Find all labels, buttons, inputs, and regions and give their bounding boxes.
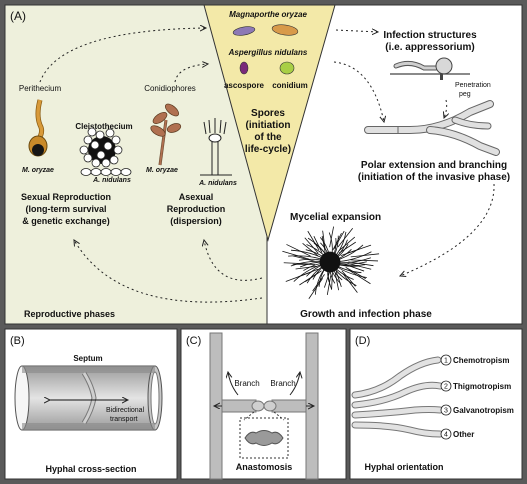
infection-label-1: Infection structures [383, 30, 477, 41]
magnaporthe-spore-lilac [232, 26, 256, 36]
sexual-label-2: (long-term survival [25, 204, 106, 214]
m-oryzae-asexual-label: M. oryzae [146, 167, 178, 174]
orientation-label: Chemotropism [453, 356, 509, 365]
orientation-hyphae [351, 356, 444, 438]
conidiophores-label: Conidiophores [144, 84, 196, 93]
spores-sub-3: life-cycle) [245, 144, 291, 155]
panel-b: (B) Septum Bidirectional transport Hypha… [4, 328, 178, 480]
sexual-label-3: & genetic exchange) [22, 216, 110, 226]
polar-label-1: Polar extension and branching [361, 160, 507, 171]
conidium-shape [279, 61, 295, 75]
panel-a: (A) Magnaporthe oryzae Aspergillus nidul… [4, 4, 523, 325]
mycelial-label: Mycelial expansion [290, 212, 381, 223]
orientation-number-circle [440, 404, 452, 416]
hypha-cross-section [14, 365, 163, 431]
asexual-label-2: Reproduction [167, 204, 226, 214]
infection-label-2: (i.e. appressorium) [385, 42, 474, 53]
anastomosis-illustration [209, 332, 319, 480]
panel-d-letter: (D) [355, 335, 370, 347]
orientation-list: 1 Chemotropism 2 Thigmotropism 3 Galvanotropi… [440, 354, 514, 440]
sexual-label-1: Sexual Reproduction [21, 192, 111, 202]
orientation-label: Thigmotropism [453, 382, 511, 391]
spores-sub-1: (initiation [246, 120, 291, 131]
ascospore-label: ascospore [224, 81, 265, 90]
orientation-number: 4 [444, 432, 448, 439]
spores-title: Spores [251, 108, 285, 119]
orientation-number: 3 [444, 408, 448, 415]
aspergillus-label: Aspergillus nidulans [228, 48, 308, 57]
spores-sub-2: of the [254, 132, 282, 143]
m-oryzae-sexual-label: M. oryzae [22, 167, 54, 174]
orientation-number: 1 [444, 358, 448, 365]
magnaporthe-spore-orange [271, 24, 299, 36]
asexual-label-1: Asexual [179, 192, 214, 202]
branching-hypha-illustration [364, 100, 500, 156]
reproductive-phases-label: Reproductive phases [24, 309, 115, 319]
perithecium-label: Perithecium [19, 84, 62, 93]
ascospore-shape [239, 61, 249, 75]
bidirectional-label-1: Bidirectional [106, 407, 145, 414]
polar-label-2: (initiation of the invasive phase) [358, 172, 510, 183]
panel-b-caption: Hyphal cross-section [45, 464, 136, 474]
panel-b-letter: (B) [10, 335, 25, 347]
mycelium-illustration [282, 226, 380, 299]
magnaporthe-label: Magnaporthe oryzae [229, 10, 307, 19]
a-nidulans-sexual-label: A. nidulans [92, 177, 131, 184]
asexual-label-3: (dispersion) [170, 216, 222, 226]
bidirectional-label-2: transport [110, 416, 138, 423]
orientation-number-circle [440, 354, 452, 366]
panel-a-letter: (A) [10, 9, 26, 23]
panel-d: (D) 1 Chemotropism 2 Thigmotropism 3 Galvanot… [349, 328, 523, 480]
penetration-label-1: Penetration [455, 82, 491, 89]
a-nidulans-conidiophore-illustration [200, 118, 232, 176]
appressorium-illustration [390, 57, 470, 80]
lifecycle-arrows [39, 28, 495, 303]
orientation-label: Galvanotropism [453, 406, 514, 415]
spore-funnel [203, 4, 336, 242]
panel-c-letter: (C) [186, 335, 201, 347]
branch-label-left: Branch [234, 379, 259, 388]
panel-c-caption: Anastomosis [236, 462, 293, 472]
panel-d-caption: Hyphal orientation [364, 462, 443, 472]
perithecium-illustration [28, 99, 48, 157]
orientation-number-circle [440, 428, 452, 440]
m-oryzae-conidiophore-illustration [150, 103, 182, 166]
septum-label: Septum [73, 354, 102, 363]
panel-c: (C) Branch Branch Anastomosis [180, 328, 347, 480]
branch-label-right: Branch [270, 379, 295, 388]
conidium-label: conidium [272, 81, 308, 90]
a-nidulans-asexual-label: A. nidulans [198, 180, 237, 187]
cleistothecium-illustration [79, 127, 132, 176]
growth-phase-label: Growth and infection phase [300, 309, 432, 320]
penetration-label-2: peg [459, 91, 471, 98]
orientation-number: 2 [444, 384, 448, 391]
cleistothecium-label: Cleistothecium [75, 122, 132, 131]
orientation-number-circle [440, 380, 452, 392]
orientation-label: Other [453, 430, 474, 439]
